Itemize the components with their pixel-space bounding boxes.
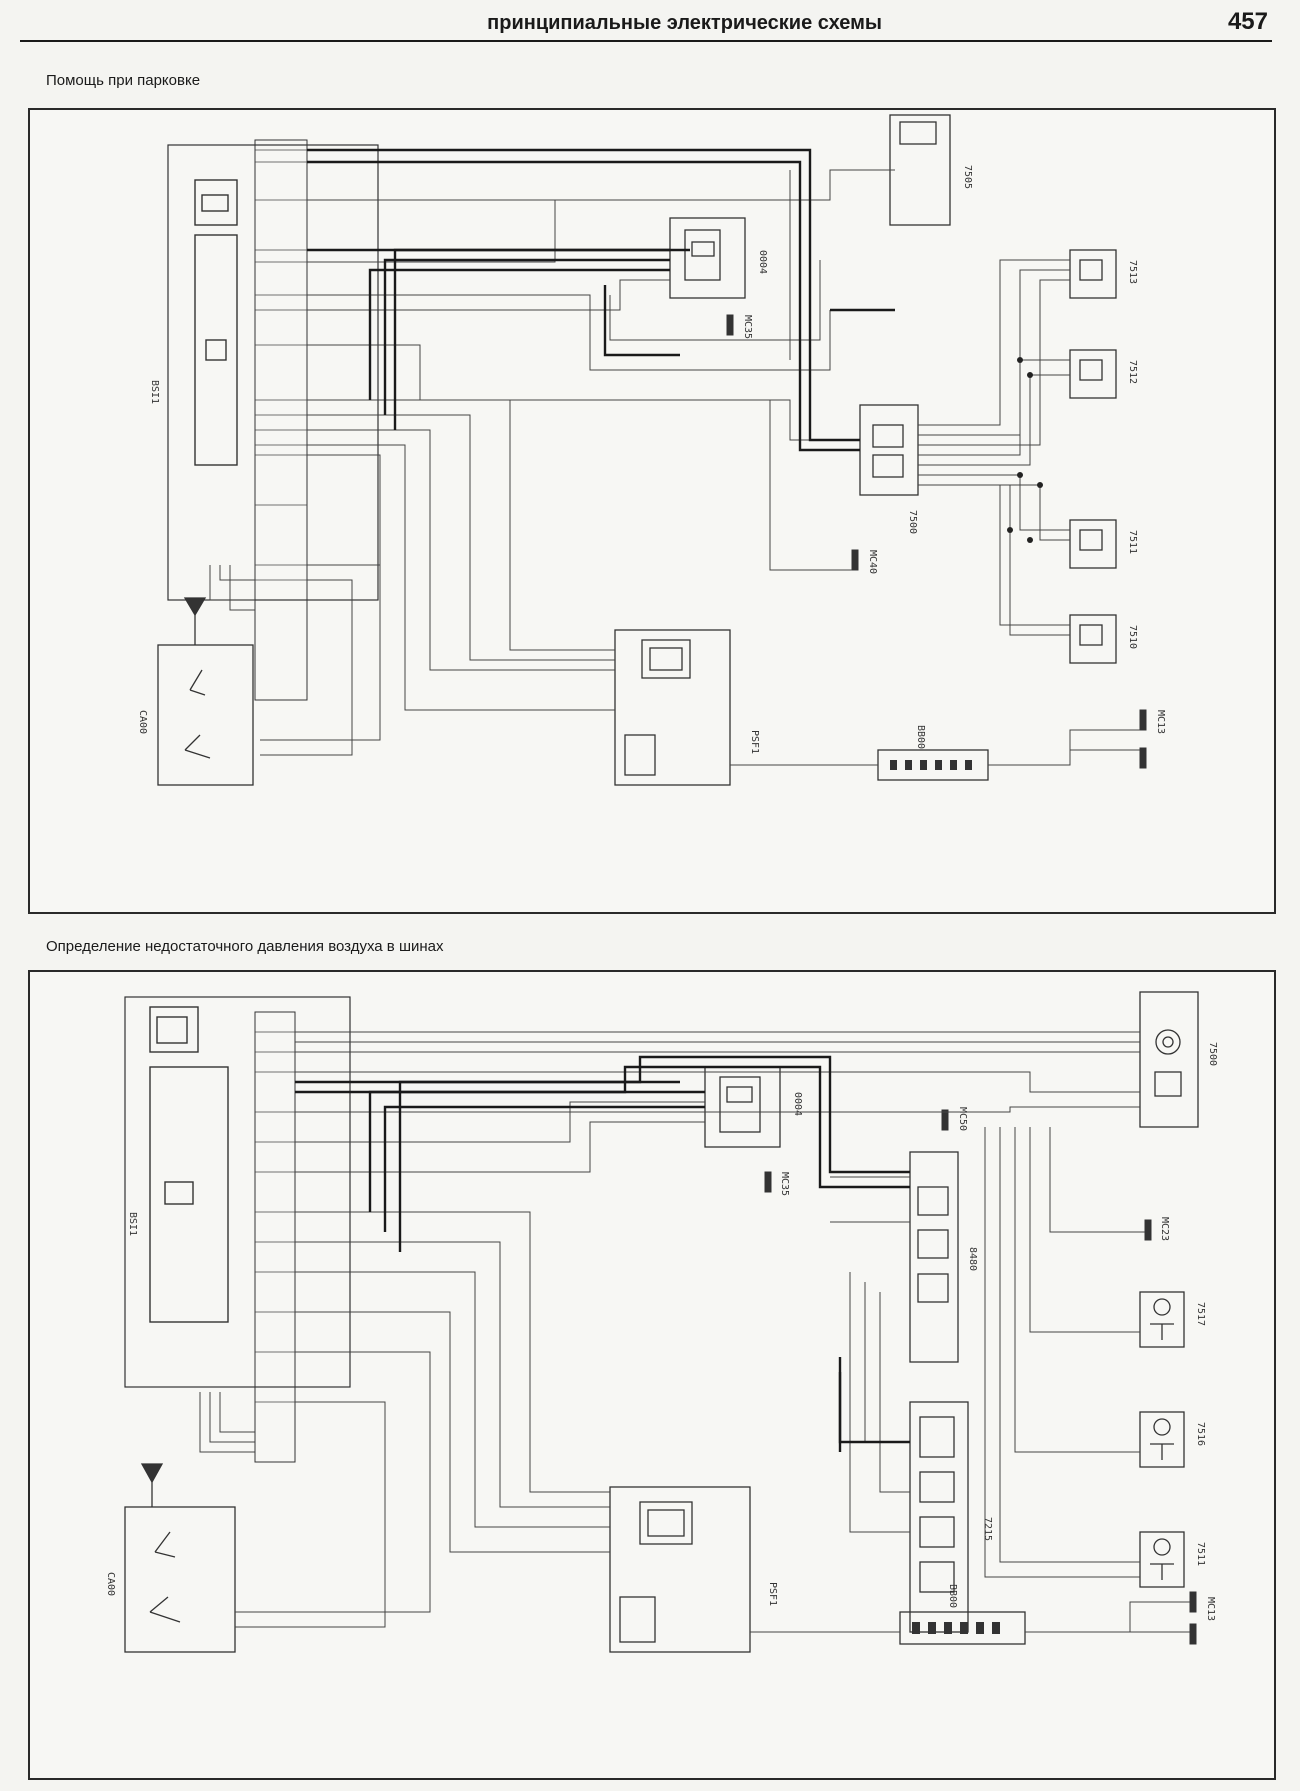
component-label-7215: 7215 — [982, 1517, 993, 1541]
wire-junctions — [1007, 357, 1043, 543]
component-7500-2: 7500 — [1139, 991, 1218, 1128]
component-ca00: CA00 — [137, 597, 254, 786]
page-number: 457 — [1227, 8, 1268, 35]
component-bb00-2: BB00 — [899, 1584, 1026, 1645]
component-label-7516: 7516 — [1195, 1422, 1206, 1446]
component-bsi1: BSI1 — [149, 139, 379, 701]
component-0004-2: 0004 — [704, 1066, 803, 1148]
bsi-connector-pins — [255, 149, 307, 581]
component-label-7511: 7511 — [1127, 530, 1138, 554]
diagram-caption-parking: Помощь при парковке — [46, 72, 201, 89]
component-label-7517: 7517 — [1195, 1302, 1206, 1326]
component-psf1: PSF1 — [614, 629, 760, 786]
component-label-psf1: PSF1 — [749, 730, 760, 754]
component-bsi1-2: BSI1 — [124, 996, 351, 1463]
wires-thin — [209, 169, 1140, 766]
component-bb00: BB00 — [877, 725, 989, 781]
component-label-mc35-2: MC35 — [779, 1172, 790, 1196]
wiring-diagram-parking-assist: BSI1 0004 7500 — [28, 108, 1276, 914]
component-grounds-2: MC35 MC50 MC23 MC13 — [764, 1107, 1216, 1645]
component-parking-sensors: 7513 7512 7511 7510 — [1069, 249, 1138, 664]
page-header: принципиальные электрические схемы 457 — [20, 6, 1272, 42]
component-psf1-2: PSF1 — [609, 1486, 778, 1653]
component-grounds: MC35 MC40 MC13 — [726, 314, 1166, 769]
component-label-7510: 7510 — [1127, 625, 1138, 649]
component-label-bsi1: BSI1 — [149, 380, 160, 404]
component-label-mc40: MC40 — [867, 550, 878, 574]
component-wheel-sensors: 7517 7516 7511 — [1139, 1291, 1206, 1588]
component-label-0004: 0004 — [757, 250, 768, 274]
wires-thick — [307, 148, 895, 452]
component-label-7500: 7500 — [907, 510, 918, 534]
diagram-svg-tyre-pressure: BSI1 0004 7500 — [105, 991, 1218, 1653]
component-ca00-2: CA00 — [105, 1463, 236, 1653]
bsi-connector-pins-2 — [255, 1031, 295, 1403]
component-label-7505: 7505 — [962, 165, 973, 189]
section-title: принципиальные электрические схемы — [487, 12, 882, 34]
component-7500: 7500 — [859, 404, 919, 534]
component-label-bsi1-2: BSI1 — [127, 1212, 138, 1236]
component-label-mc50: MC50 — [957, 1107, 968, 1131]
wires-thick-2 — [295, 1055, 910, 1452]
component-label-ca00-2: CA00 — [105, 1572, 116, 1596]
diagram-caption-tyre-pressure: Определение недостаточного давления возд… — [46, 938, 444, 955]
component-label-8480: 8480 — [967, 1247, 978, 1271]
component-label-7513: 7513 — [1127, 260, 1138, 284]
diagram-svg-parking: BSI1 0004 7500 — [137, 114, 1166, 786]
component-0004: 0004 — [669, 217, 768, 299]
component-7505: 7505 — [889, 114, 973, 226]
component-label-mc13-2: MC13 — [1205, 1597, 1216, 1621]
component-label-mc35: MC35 — [742, 315, 753, 339]
component-label-psf1-2: PSF1 — [767, 1582, 778, 1606]
component-label-0004-2: 0004 — [792, 1092, 803, 1116]
component-label-7511-2: 7511 — [1195, 1542, 1206, 1566]
component-label-bb00-2: BB00 — [947, 1584, 958, 1608]
wires-thin-2 — [199, 1031, 1190, 1633]
component-label-mc23: MC23 — [1159, 1217, 1170, 1241]
component-8480: 8480 — [909, 1151, 978, 1363]
component-label-ca00: CA00 — [137, 710, 148, 734]
component-label-mc13: MC13 — [1155, 710, 1166, 734]
component-label-bb00: BB00 — [915, 725, 926, 749]
component-label-7512: 7512 — [1127, 360, 1138, 384]
component-7215: 7215 — [909, 1401, 993, 1633]
component-label-7500-2: 7500 — [1207, 1042, 1218, 1066]
wiring-diagram-tyre-pressure: BSI1 0004 7500 — [28, 970, 1276, 1780]
